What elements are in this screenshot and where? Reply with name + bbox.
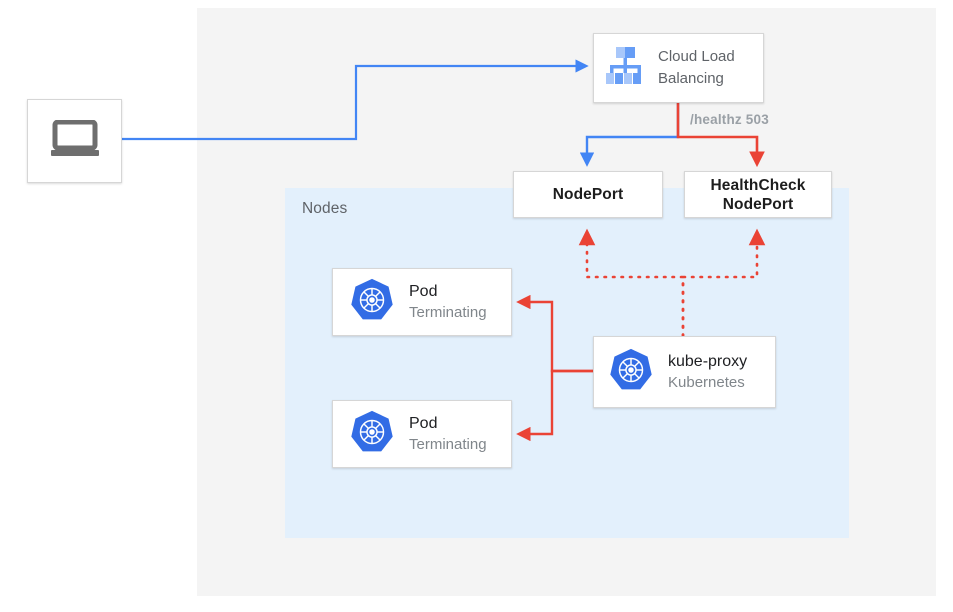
healthz-503-label: /healthz 503	[690, 112, 769, 127]
cloud-load-balancing-card[interactable]: Cloud Load Balancing	[593, 33, 764, 103]
nodeport-label: NodePort	[552, 186, 624, 203]
clb-label-line1: Cloud Load	[658, 48, 735, 65]
pod-1-title: Pod	[409, 282, 438, 300]
kube-proxy-text: kube-proxy Kubernetes	[668, 352, 747, 393]
pod-card-2[interactable]: Pod Terminating	[332, 400, 512, 468]
kube-proxy-title: kube-proxy	[668, 352, 748, 370]
kubernetes-icon	[349, 409, 395, 460]
client-laptop-card[interactable]	[27, 99, 122, 183]
nodeport-card[interactable]: NodePort	[513, 171, 663, 218]
kube-proxy-subtitle: Kubernetes	[668, 373, 745, 391]
cloud-load-balancing-label: Cloud Load Balancing	[658, 46, 735, 90]
clb-label-line2: Balancing	[658, 70, 724, 87]
kube-proxy-card[interactable]: kube-proxy Kubernetes	[593, 336, 776, 408]
laptop-icon	[49, 119, 101, 163]
healthcheck-nodeport-label: HealthCheck NodePort	[711, 176, 806, 214]
pod-card-1[interactable]: Pod Terminating	[332, 268, 512, 336]
pod-1-text: Pod Terminating	[409, 282, 487, 323]
healthcheck-nodeport-label-line2: NodePort	[722, 195, 794, 213]
kubernetes-icon	[608, 347, 654, 398]
healthcheck-nodeport-label-line1: HealthCheck	[710, 176, 806, 194]
nodes-panel-label: Nodes	[302, 200, 348, 217]
kubernetes-icon	[349, 277, 395, 328]
healthcheck-nodeport-card[interactable]: HealthCheck NodePort	[684, 171, 832, 218]
cloud-load-balancing-icon	[604, 46, 646, 91]
pod-2-status: Terminating	[409, 435, 487, 453]
pod-1-status: Terminating	[409, 303, 487, 321]
pod-2-text: Pod Terminating	[409, 414, 487, 455]
pod-2-title: Pod	[409, 414, 438, 432]
